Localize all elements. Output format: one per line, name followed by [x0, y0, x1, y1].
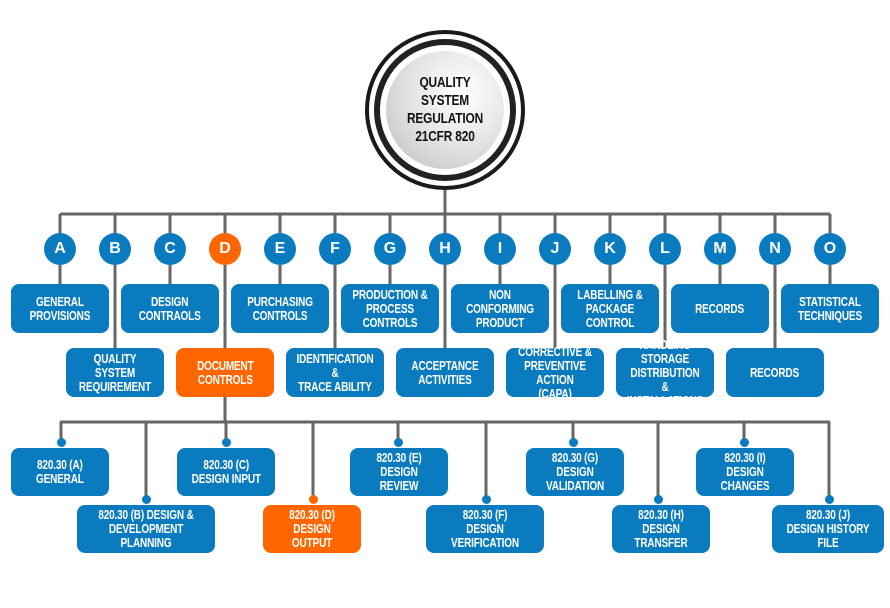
subpart-box-a[interactable]: GENERAL PROVISIONS [11, 284, 109, 333]
connector-dot [481, 494, 491, 504]
subpart-letter-b[interactable]: B [99, 233, 131, 265]
subpart-letter-k[interactable]: K [594, 233, 626, 265]
connector-dot [824, 494, 834, 504]
design-control-label: 820.30 (I) DESIGN CHANGES [720, 451, 770, 493]
design-control-box[interactable]: 820.30 (J) DESIGN HISTORY FILE [772, 505, 884, 553]
subpart-letter-a[interactable]: A [44, 233, 76, 265]
design-control-box[interactable]: 820.30 (B) DESIGN & DEVELOPMENT PLANNING [77, 505, 215, 553]
subpart-letter-d[interactable]: D [209, 233, 241, 265]
hub-title: QUALITY SYSTEM REGULATION 21CFR 820 [406, 75, 484, 145]
subpart-box-n[interactable]: RECORDS [726, 348, 824, 397]
design-control-label: 820.30 (J) DESIGN HISTORY FILE [786, 508, 870, 550]
subpart-box-h[interactable]: ACCEPTANCE ACTIVITIES [396, 348, 494, 397]
subpart-box-b[interactable]: QUALITY SYSTEM REQUIREMENT [66, 348, 164, 397]
design-control-label: 820.30 (H) DESIGN TRANSFER [634, 508, 688, 550]
hub-ring [374, 39, 516, 181]
subpart-label: LABELLING & PACKAGE CONTROL [577, 287, 643, 330]
subpart-label: PURCHASING CONTROLS [247, 294, 313, 323]
subpart-label: DOCUMENT CONTROLS [196, 358, 254, 387]
subpart-label: QUALITY SYSTEM REQUIREMENT [78, 351, 152, 394]
subpart-box-k[interactable]: LABELLING & PACKAGE CONTROL [561, 284, 659, 333]
subpart-box-m[interactable]: RECORDS [671, 284, 769, 333]
design-control-box[interactable]: 820.30 (G) DESIGN VALIDATION [526, 448, 624, 496]
connector-dot [308, 494, 318, 504]
design-control-label: 820.30 (G) DESIGN VALIDATION [545, 451, 605, 493]
subpart-box-l[interactable]: HANDLING STORAGE DISTRIBUTION & INSTALLA… [616, 338, 714, 408]
subpart-label: RECORDS [750, 365, 800, 380]
subpart-box-c[interactable]: DESIGN CONTRAOLS [121, 284, 219, 333]
subpart-label: DESIGN CONTRAOLS [139, 294, 201, 323]
subpart-letter-f[interactable]: F [319, 233, 351, 265]
design-control-box[interactable]: 820.30 (I) DESIGN CHANGES [696, 448, 794, 496]
subpart-label: NON CONFORMING PRODUCT [466, 287, 534, 330]
design-control-box[interactable]: 820.30 (C) DESIGN INPUT [177, 448, 275, 496]
subpart-box-j[interactable]: CORRECTIVE & PREVENTIVE ACTION (CAPA) [506, 345, 604, 401]
subpart-letter-g[interactable]: G [374, 233, 406, 265]
subpart-box-f[interactable]: IDENTIFICATION & TRACE ABILITY [286, 348, 384, 397]
subpart-letter-h[interactable]: H [429, 233, 461, 265]
design-control-box[interactable]: 820.30 (E) DESIGN REVIEW [350, 448, 448, 496]
subpart-label: PRODUCTION & PROCESS CONTROLS [352, 287, 428, 330]
design-control-label: 820.30 (F) DESIGN VERIFICATION [451, 508, 519, 550]
hub-circle: QUALITY SYSTEM REGULATION 21CFR 820 [365, 30, 525, 190]
subpart-letter-j[interactable]: J [539, 233, 571, 265]
subpart-letter-m[interactable]: M [704, 233, 736, 265]
subpart-box-i[interactable]: NON CONFORMING PRODUCT [451, 284, 549, 333]
connector-dot [141, 494, 151, 504]
subpart-label: HANDLING STORAGE DISTRIBUTION & INSTALLA… [626, 337, 704, 408]
design-control-box[interactable]: 820.30 (A) GENERAL [11, 448, 109, 496]
subpart-box-g[interactable]: PRODUCTION & PROCESS CONTROLS [341, 284, 439, 333]
subpart-label: IDENTIFICATION & TRACE ABILITY [296, 351, 374, 394]
subpart-letter-e[interactable]: E [264, 233, 296, 265]
subpart-letter-l[interactable]: L [649, 233, 681, 265]
subpart-label: STATISTICAL TECHNIQUES [798, 294, 862, 323]
design-control-label: 820.30 (A) GENERAL [36, 458, 84, 486]
connector-dot [568, 437, 578, 447]
subpart-letter-n[interactable]: N [759, 233, 791, 265]
connector-dot [221, 437, 231, 447]
design-control-label: 820.30 (B) DESIGN & DEVELOPMENT PLANNING [98, 508, 194, 550]
subpart-letter-o[interactable]: O [814, 233, 846, 265]
subpart-label: RECORDS [695, 301, 745, 316]
design-control-box[interactable]: 820.30 (H) DESIGN TRANSFER [612, 505, 710, 553]
design-control-label: 820.30 (E) DESIGN REVIEW [376, 451, 422, 493]
connector-dot [739, 437, 749, 447]
design-control-box[interactable]: 820.30 (D) DESIGN OUTPUT [263, 505, 361, 553]
design-control-label: 820.30 (D) DESIGN OUTPUT [289, 508, 335, 550]
design-control-box[interactable]: 820.30 (F) DESIGN VERIFICATION [426, 505, 544, 553]
subpart-box-e[interactable]: PURCHASING CONTROLS [231, 284, 329, 333]
design-control-label: 820.30 (C) DESIGN INPUT [191, 458, 261, 486]
connector-dot [56, 437, 66, 447]
subpart-box-o[interactable]: STATISTICAL TECHNIQUES [781, 284, 879, 333]
subpart-label: CORRECTIVE & PREVENTIVE ACTION (CAPA) [518, 344, 592, 401]
subpart-letter-c[interactable]: C [154, 233, 186, 265]
connector-dot [653, 494, 663, 504]
subpart-letter-i[interactable]: I [484, 233, 516, 265]
hub-inner: QUALITY SYSTEM REGULATION 21CFR 820 [386, 51, 504, 169]
subpart-label: ACCEPTANCE ACTIVITIES [411, 358, 479, 387]
subpart-label: GENERAL PROVISIONS [29, 294, 91, 323]
subpart-box-d[interactable]: DOCUMENT CONTROLS [176, 348, 274, 397]
connector-dot [393, 437, 403, 447]
